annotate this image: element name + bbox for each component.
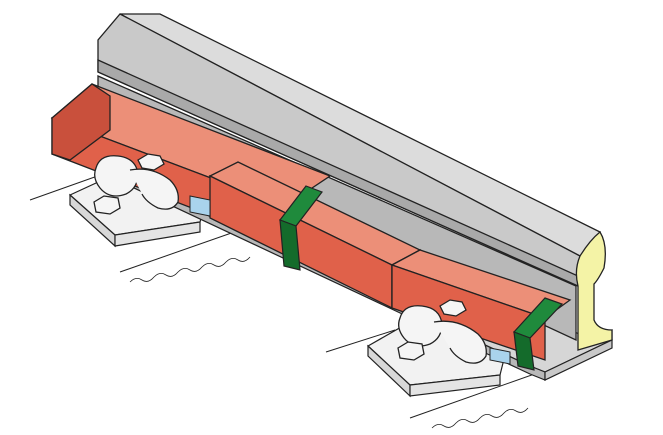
- clip-right-bolt-head: [439, 299, 467, 317]
- block-right-front: [391, 264, 546, 361]
- clip-right-loop: [398, 305, 443, 347]
- baseplate-left-front: [114, 221, 201, 247]
- rubber-block-right: [390, 249, 572, 361]
- sleeper-right-wave: [431, 407, 529, 429]
- strap-end-front: [513, 331, 535, 371]
- rail-section: [575, 231, 613, 351]
- spacer-right: [489, 347, 511, 365]
- strap-middle-front: [279, 219, 301, 271]
- strap-end: [512, 297, 564, 371]
- clip-left-nut: [93, 195, 121, 215]
- clip-left-loop: [94, 155, 139, 197]
- spacers: [189, 195, 511, 365]
- block-left-cap: [51, 83, 111, 161]
- strap-middle: [279, 185, 323, 271]
- sleeper-right-top-edge: [325, 329, 396, 353]
- baseplate-right-front: [409, 374, 501, 397]
- sleeper-left-wave: [129, 256, 251, 283]
- rail-clip-left: [93, 153, 179, 215]
- clip-left-bolt-head: [137, 153, 165, 171]
- rail-clip-right: [397, 299, 487, 364]
- sleeper-left-bottom-edge: [119, 229, 241, 273]
- clip-left-arm: [129, 168, 179, 210]
- clip-right-arm: [433, 320, 487, 364]
- clip-right-nut: [397, 341, 425, 361]
- spacer-left: [189, 195, 211, 217]
- rail-foot-end: [544, 339, 613, 381]
